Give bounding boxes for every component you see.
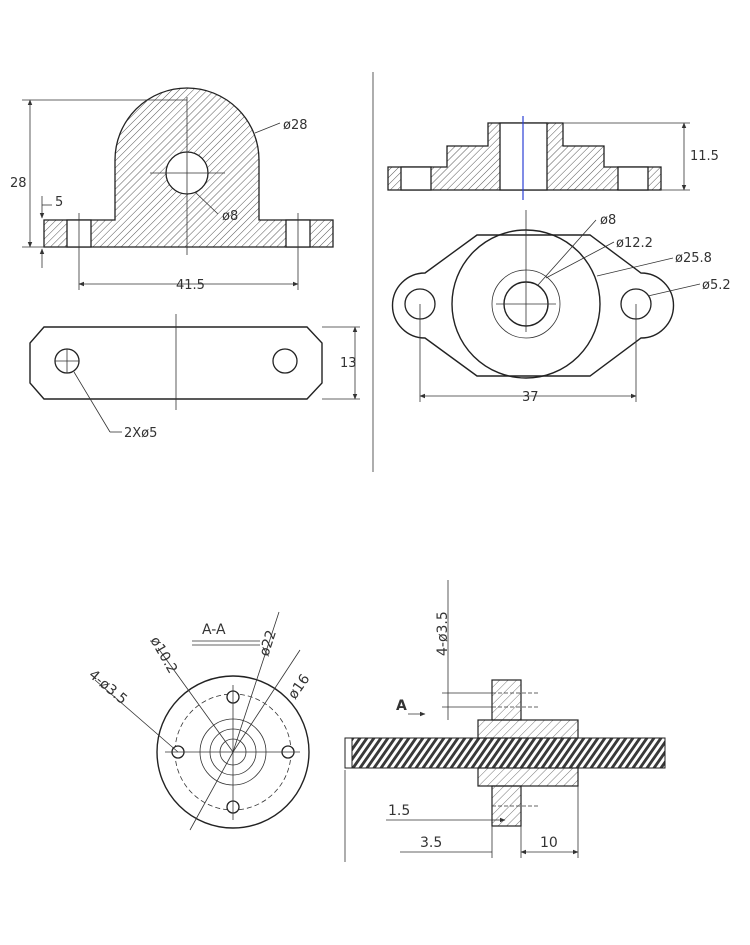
dim-holes-5-2: ø5.2 <box>702 278 731 293</box>
dim-width-13: 13 <box>340 356 357 371</box>
nut-side-view: 4-ø3.5 A 1.5 3.5 10 <box>344 580 666 862</box>
dim-3-5: 3.5 <box>420 835 442 851</box>
dim-holes-4x3-5-side: 4-ø3.5 <box>435 611 451 656</box>
dim-outer-dia-28: ø28 <box>283 118 308 133</box>
dim-foot-5: 5 <box>55 195 63 210</box>
dim-holes-4x3-5: 4-ø3.5 <box>85 667 130 708</box>
dim-body-25-8: ø25.8 <box>675 251 712 266</box>
dim-hole-span-41-5: 41.5 <box>176 278 205 293</box>
dim-1-5: 1.5 <box>388 803 410 819</box>
pillow-block-top-view: 13 2Xø5 <box>29 314 360 441</box>
dim-10: 10 <box>540 835 558 851</box>
dim-hub-12-2: ø12.2 <box>616 236 653 251</box>
dim-pitch-16: ø16 <box>285 671 313 702</box>
dim-bore-dia-8: ø8 <box>222 209 238 224</box>
pillow-block-front-view: 28 5 ø28 ø8 41.5 <box>10 87 334 293</box>
nut-section-view: A-A ø22 ø10.2 ø16 4-ø3.5 <box>85 611 313 831</box>
dim-holes-2x5: 2Xø5 <box>124 426 157 441</box>
dim-bore-10-2: ø10.2 <box>147 634 181 676</box>
dim-height-28: 28 <box>10 176 27 191</box>
dim-bore-8: ø8 <box>600 213 616 228</box>
flange-top-view: ø8 ø12.2 ø25.8 ø5.2 37 <box>391 210 731 405</box>
view-arrow-label: A <box>396 698 407 714</box>
dim-height-11-5: 11.5 <box>690 149 719 164</box>
dim-outer-22: ø22 <box>257 628 280 658</box>
dim-span-37: 37 <box>522 390 539 405</box>
flange-side-view: 11.5 <box>387 116 719 200</box>
section-label: A-A <box>202 622 226 638</box>
